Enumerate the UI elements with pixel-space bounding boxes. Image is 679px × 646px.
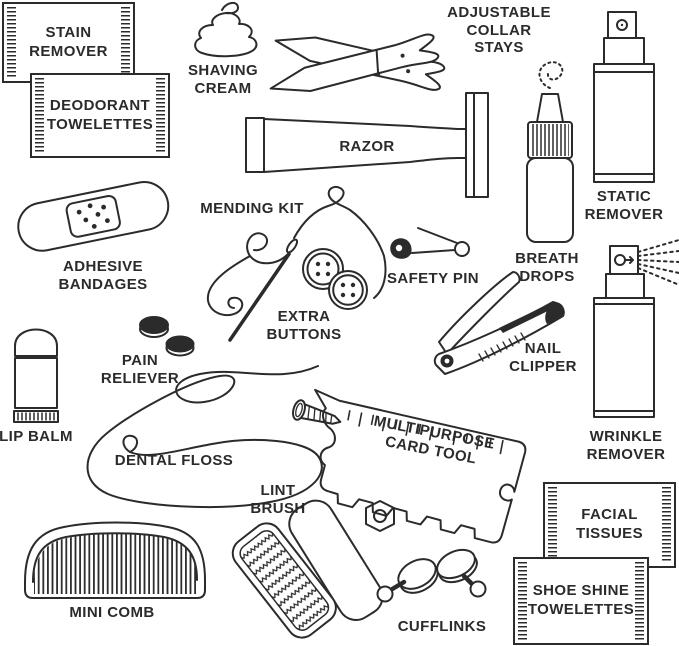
comb-icon bbox=[24, 521, 206, 599]
dropper-bottle-icon bbox=[526, 61, 574, 243]
wrinkle-remover-label: WRINKLE REMOVER bbox=[586, 428, 666, 463]
cufflinks-label: CUFFLINKS bbox=[397, 618, 487, 635]
adhesive-bandages-label: ADHESIVE BANDAGES bbox=[58, 258, 148, 293]
shoe-shine-towelettes-label: SHOE SHINE TOWELETTES bbox=[527, 582, 635, 618]
packet-serrated-edge bbox=[156, 78, 165, 153]
deodorant-towelettes-label: DEODORANT TOWELETTES bbox=[46, 96, 154, 133]
card-multitool-icon bbox=[292, 388, 527, 544]
packet-serrated-edge bbox=[548, 487, 557, 563]
packet-serrated-edge bbox=[121, 7, 130, 78]
collar-stays-icon bbox=[269, 33, 446, 93]
lip-balm-tube-icon bbox=[13, 328, 59, 423]
nail-clipper-icon bbox=[433, 271, 565, 375]
cufflinks-icon bbox=[376, 548, 487, 603]
shaving-cream-dollop-icon bbox=[194, 2, 258, 58]
razor-icon bbox=[245, 92, 489, 198]
mending-kit-label: MENDING KIT bbox=[200, 200, 304, 217]
mini-comb-label: MINI COMB bbox=[69, 604, 155, 621]
breath-drops-label: BREATH DROPS bbox=[515, 250, 579, 285]
floss-strand-icon bbox=[86, 365, 323, 509]
lint-brush-label: LINT BRUSH bbox=[250, 482, 306, 517]
buttons-icon bbox=[302, 248, 368, 310]
pills-icon bbox=[139, 316, 195, 357]
nail-clipper-label: NAIL CLIPPER bbox=[509, 340, 577, 375]
bandage-icon bbox=[17, 180, 170, 252]
lip-balm-label: LIP BALM bbox=[0, 428, 73, 445]
packet-serrated-edge bbox=[662, 487, 671, 563]
pain-reliever-label: PAIN RELIEVER bbox=[100, 352, 180, 387]
safety-pin-icon bbox=[390, 227, 470, 259]
packet-serrated-edge bbox=[635, 562, 644, 640]
packet-serrated-edge bbox=[35, 78, 44, 153]
extra-buttons-label: EXTRA BUTTONS bbox=[266, 308, 342, 343]
deodorant-packet-icon: DEODORANT TOWELETTES bbox=[30, 73, 170, 158]
shaving-cream-label: SHAVING CREAM bbox=[187, 62, 259, 97]
stain-remover-packet-icon: STAIN REMOVER bbox=[2, 2, 135, 83]
facial-tissues-label: FACIAL TISSUES bbox=[576, 506, 643, 542]
stain-remover-label: STAIN REMOVER bbox=[29, 23, 108, 60]
static-remover-label: STATIC REMOVER bbox=[584, 188, 664, 223]
spray-bottle-spraying-icon bbox=[593, 239, 679, 418]
dental-floss-label: DENTAL FLOSS bbox=[114, 452, 234, 469]
shoe-shine-packet-icon: SHOE SHINE TOWELETTES bbox=[513, 557, 649, 645]
facial-tissues-packet-icon: FACIAL TISSUES bbox=[543, 482, 676, 568]
packet-serrated-edge bbox=[518, 562, 527, 640]
spray-bottle-icon bbox=[593, 11, 655, 183]
needle-and-thread-icon bbox=[206, 186, 387, 342]
packet-serrated-edge bbox=[7, 7, 16, 78]
lint-brush-icon bbox=[231, 499, 384, 639]
razor-label: RAZOR bbox=[339, 138, 395, 155]
adjustable-collar-stays-label: ADJUSTABLE COLLAR STAYS bbox=[447, 4, 551, 57]
safety-pin-label: SAFETY PIN bbox=[386, 270, 480, 287]
